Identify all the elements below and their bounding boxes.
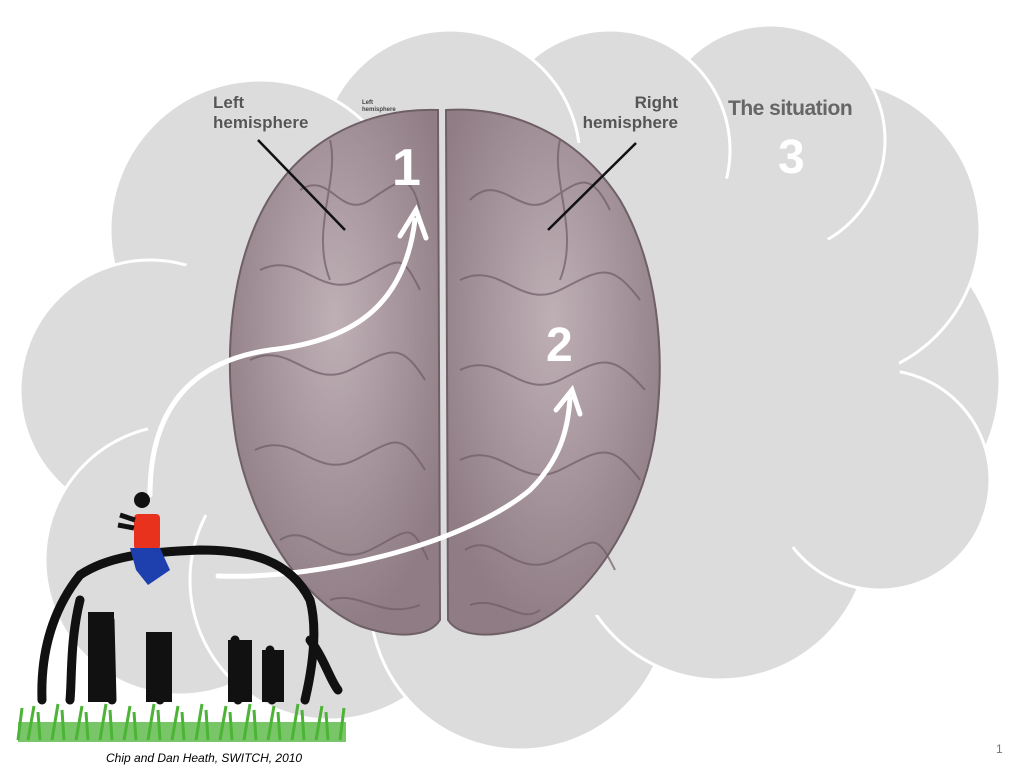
left-hemisphere-line1: Left (213, 93, 245, 112)
right-hemisphere-line2: hemisphere (582, 113, 678, 132)
left-small-line2: hemisphere (362, 107, 396, 113)
curved-arrow-1-head (397, 204, 429, 241)
curved-arrow-2 (215, 395, 573, 579)
curved-arrow-1 (147, 217, 418, 498)
number-two: 2 (546, 319, 573, 372)
rider-figure (117, 492, 170, 585)
slide-number: 1 (996, 742, 1003, 756)
left-small-line1: Left (362, 100, 373, 106)
number-three: 3 (778, 131, 805, 184)
right-hemisphere-line1: Right (634, 93, 678, 112)
number-one: 1 (392, 139, 421, 197)
left-hemisphere-label: Left hemisphere (213, 93, 308, 133)
left-hemisphere-line2: hemisphere (213, 113, 309, 132)
situation-label: The situation (728, 97, 853, 120)
left-hemisphere-small-label: Left hemisphere (362, 100, 396, 114)
curved-arrow-2-head (553, 384, 583, 417)
right-hemisphere-label: Right hemisphere (576, 93, 678, 133)
credit-caption: Chip and Dan Heath, SWITCH, 2010 (106, 751, 303, 765)
